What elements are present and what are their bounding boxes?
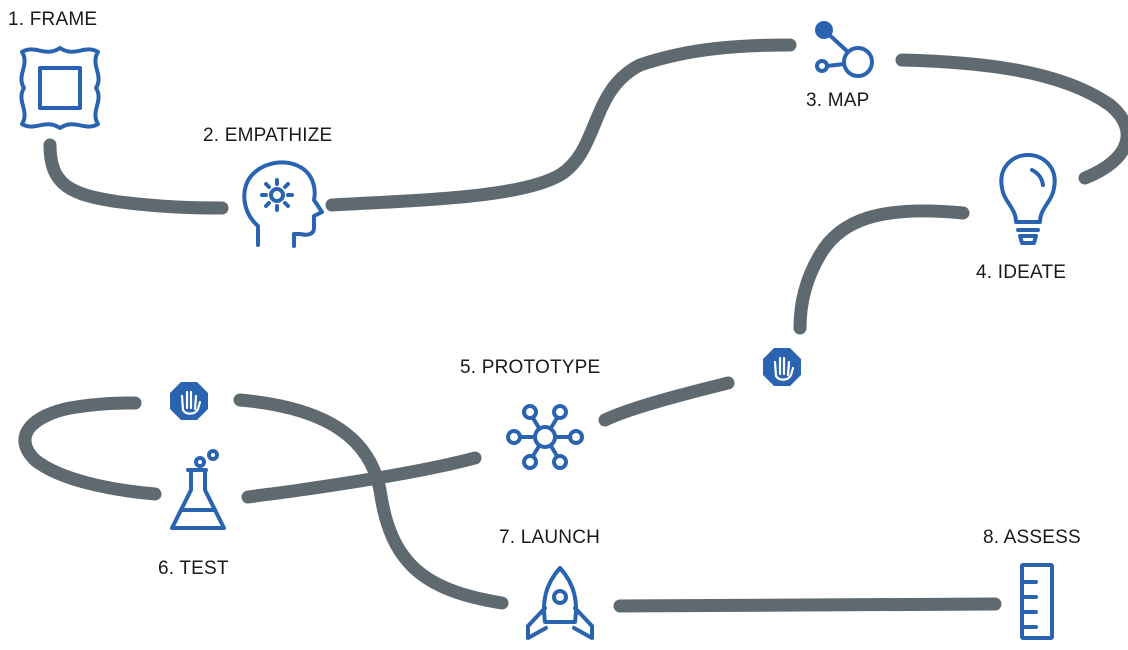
process-path — [18, 38, 1128, 613]
path-stop-to-prototype — [598, 376, 735, 427]
step-label-frame: 1. FRAME — [8, 9, 98, 30]
path-map-to-ideate — [895, 53, 1128, 185]
path-prototype-to-test — [241, 451, 482, 504]
stop-hand-icon — [763, 348, 801, 386]
path-test-loop — [18, 396, 162, 501]
step-label-prototype: 5. PROTOTYPE — [460, 357, 601, 378]
path-frame-to-empathize — [43, 138, 229, 215]
step-label-test: 6. TEST — [158, 558, 229, 579]
ruler-icon — [1020, 563, 1054, 640]
frame-icon — [19, 46, 101, 130]
stop-hand-icon — [170, 382, 208, 420]
share-nodes-icon — [815, 21, 874, 78]
step-label-assess: 8. ASSESS — [983, 527, 1081, 548]
step-label-ideate: 4. IDEATE — [976, 262, 1067, 283]
step-label-map: 3. MAP — [806, 90, 870, 111]
head-gear-icon — [242, 160, 324, 248]
path-ideate-to-stop — [793, 204, 970, 335]
path-launch-to-assess — [613, 597, 1002, 613]
path-stop-to-launch — [233, 393, 509, 610]
rocket-icon — [526, 566, 594, 640]
lightbulb-icon — [999, 153, 1057, 245]
path-empathize-to-map — [325, 38, 797, 212]
flask-icon — [170, 449, 226, 530]
step-label-empathize: 2. EMPATHIZE — [203, 125, 333, 146]
step-label-launch: 7. LAUNCH — [499, 527, 601, 548]
network-icon — [506, 404, 584, 470]
